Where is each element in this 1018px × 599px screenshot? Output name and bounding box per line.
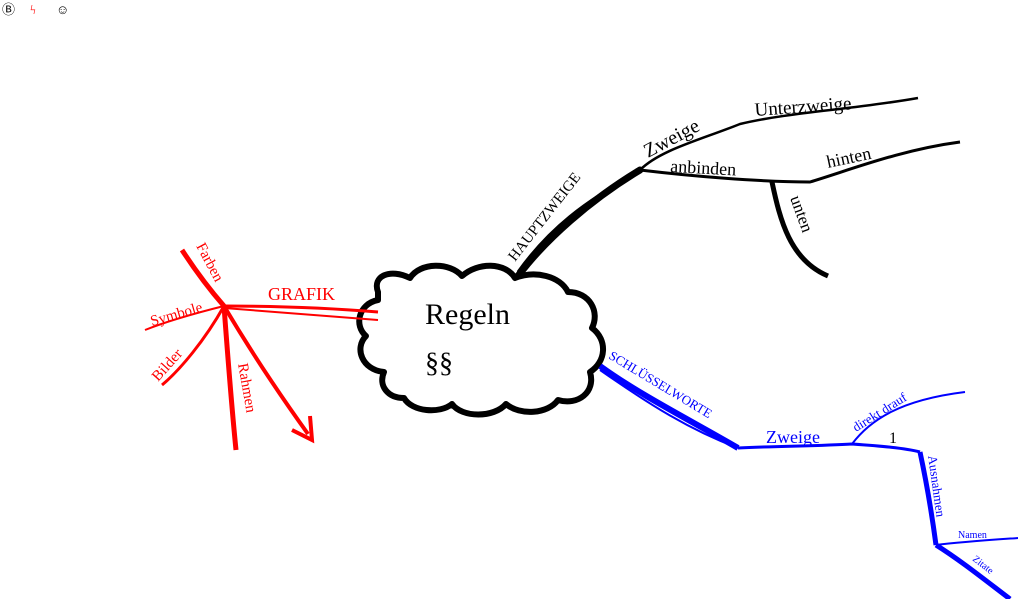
label-anbinden: anbinden bbox=[670, 156, 737, 179]
branch-line bbox=[934, 542, 1012, 599]
branch-line bbox=[598, 363, 740, 451]
central-cloud[interactable]: Regeln §§ bbox=[356, 262, 606, 418]
branch-line bbox=[737, 442, 921, 454]
branch-line bbox=[223, 307, 379, 321]
arrow-head bbox=[291, 415, 315, 444]
smiley-icon[interactable]: ☺ bbox=[56, 2, 70, 17]
label-farben: Farben bbox=[192, 240, 226, 285]
toolbar: Ⓑ ϟ ☺ bbox=[0, 0, 100, 24]
branch-line bbox=[639, 140, 961, 184]
branch-line bbox=[179, 248, 226, 308]
branch-line bbox=[516, 170, 641, 273]
paragraph-symbol: §§ bbox=[425, 348, 453, 379]
label-unterzweige: Unterzweige bbox=[754, 93, 852, 121]
branch-hauptzweige[interactable]: HAUPTZWEIGE Zweige Unterzweige anbinden … bbox=[506, 93, 961, 280]
arrow-line bbox=[222, 304, 310, 436]
branch-line bbox=[851, 391, 966, 445]
branch-line bbox=[161, 305, 226, 387]
branch-line bbox=[599, 369, 739, 449]
cloud-shape bbox=[356, 262, 606, 418]
circled-b-icon[interactable]: Ⓑ bbox=[2, 2, 16, 17]
branch-schluesselworte[interactable]: SCHLÜSSELWORTE Zweige direkt drauf 1 Aus… bbox=[598, 348, 1018, 599]
branch-line bbox=[639, 96, 919, 171]
label-namen: Namen bbox=[958, 530, 987, 541]
label-zweige-blue: Zweige bbox=[766, 427, 820, 447]
label-rahmen: Rahmen bbox=[234, 362, 259, 414]
central-title: Regeln bbox=[425, 298, 510, 331]
label-symbole: Symbole bbox=[149, 300, 205, 330]
branch-line bbox=[223, 304, 379, 314]
label-number-one: 1 bbox=[889, 430, 897, 447]
branch-grafik[interactable]: GRAFIK Farben Symbole Bilder Rahmen bbox=[144, 240, 379, 451]
branch-line bbox=[144, 305, 225, 331]
branch-line bbox=[221, 305, 239, 451]
label-grafik: GRAFIK bbox=[268, 284, 335, 304]
label-unten: unten bbox=[786, 193, 817, 235]
label-hinten: hinten bbox=[825, 143, 873, 172]
label-direkt-drauf: direkt drauf bbox=[850, 389, 910, 434]
branch-line bbox=[917, 451, 939, 546]
branch-line bbox=[935, 537, 1018, 546]
lightning-icon[interactable]: ϟ bbox=[30, 2, 36, 17]
branch-line bbox=[769, 181, 830, 279]
